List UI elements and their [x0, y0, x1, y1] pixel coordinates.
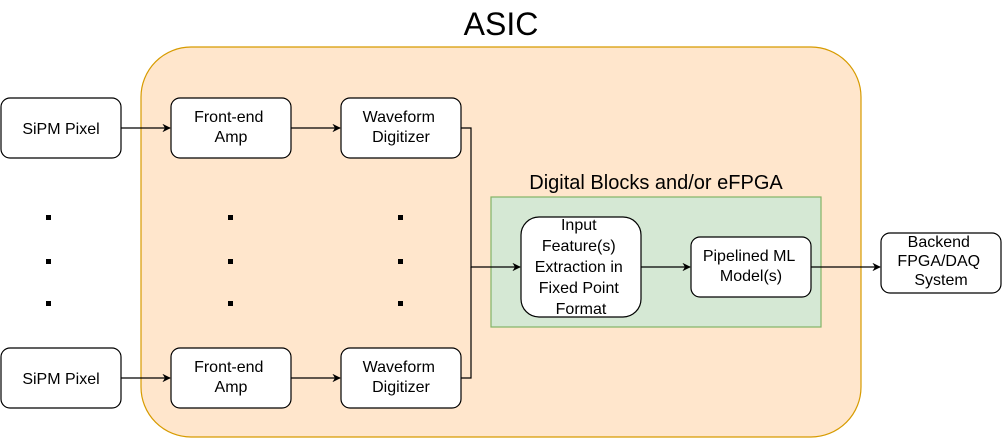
waveform-digitizer-box [340, 97, 462, 159]
ellipsis-dot [228, 215, 233, 220]
backend-line: FPGA/DAQ [897, 253, 980, 270]
digitizer1-bus [461, 127, 521, 272]
ml-model-line: Model(s) [720, 268, 782, 285]
waveform-digitizer-line: Digitizer [372, 379, 430, 396]
feature-extraction-line: Feature(s) [542, 238, 616, 255]
backend-label: Backend FPGA/DAQ System [897, 234, 984, 289]
waveform-digitizer-line: Waveform [363, 359, 435, 376]
channel-2: SiPM Pixel Front-end Amp Waveform Digiti… [0, 347, 462, 409]
feature-extraction-label: Input Feature(s) Extraction in Fixed Poi… [535, 217, 628, 318]
ellipsis-dot [228, 301, 233, 306]
waveform-digitizer-label: Waveform Digitizer [363, 359, 440, 396]
ellipsis-dot [46, 215, 51, 220]
digitizer2-bus [461, 267, 472, 379]
ml-model-line: Pipelined ML [703, 248, 796, 265]
ellipsis-dot [228, 259, 233, 264]
ellipsis-dot [398, 259, 403, 264]
feature-extraction-line: Extraction in [535, 259, 623, 276]
front-end-amp-label: Front-end Amp [194, 109, 268, 146]
front-end-amp-box [170, 347, 292, 409]
ellipsis-dots [46, 215, 403, 306]
waveform-digitizer-label: Waveform Digitizer [363, 109, 440, 146]
connectors [121, 123, 881, 383]
channel-1: SiPM Pixel Front-end Amp Waveform Digiti… [0, 97, 462, 159]
ellipsis-dot [398, 301, 403, 306]
feature-extraction-line: Input [561, 217, 597, 234]
feature-extraction-line: Format [556, 301, 607, 318]
backend-line: Backend [908, 234, 970, 251]
front-end-amp-label: Front-end Amp [194, 359, 268, 396]
sipm-pixel-label: SiPM Pixel [22, 371, 99, 388]
waveform-digitizer-line: Digitizer [372, 129, 430, 146]
ml-model-box [690, 236, 812, 298]
sipm-pixel-box [0, 97, 122, 159]
sipm-pixel-label: SiPM Pixel [22, 121, 99, 138]
feature-extraction-line: Fixed Point [539, 280, 620, 297]
digital-blocks-label: Digital Blocks and/or eFPGA [529, 172, 783, 194]
front-end-amp-line: Front-end [194, 109, 263, 126]
ellipsis-dot [46, 259, 51, 264]
waveform-digitizer-box [340, 347, 462, 409]
front-end-amp-line: Amp [215, 129, 248, 146]
ellipsis-dot [398, 215, 403, 220]
backend-line: System [914, 272, 967, 289]
ml-model-label: Pipelined ML Model(s) [703, 248, 799, 285]
front-end-amp-line: Amp [215, 379, 248, 396]
asic-title: ASIC [464, 6, 539, 42]
front-end-amp-box [170, 97, 292, 159]
sipm-pixel-box [0, 347, 122, 409]
backend-box [880, 232, 1002, 294]
ellipsis-dot [46, 301, 51, 306]
feature-extraction-box [520, 216, 642, 318]
front-end-amp-line: Front-end [194, 359, 263, 376]
waveform-digitizer-line: Waveform [363, 109, 435, 126]
